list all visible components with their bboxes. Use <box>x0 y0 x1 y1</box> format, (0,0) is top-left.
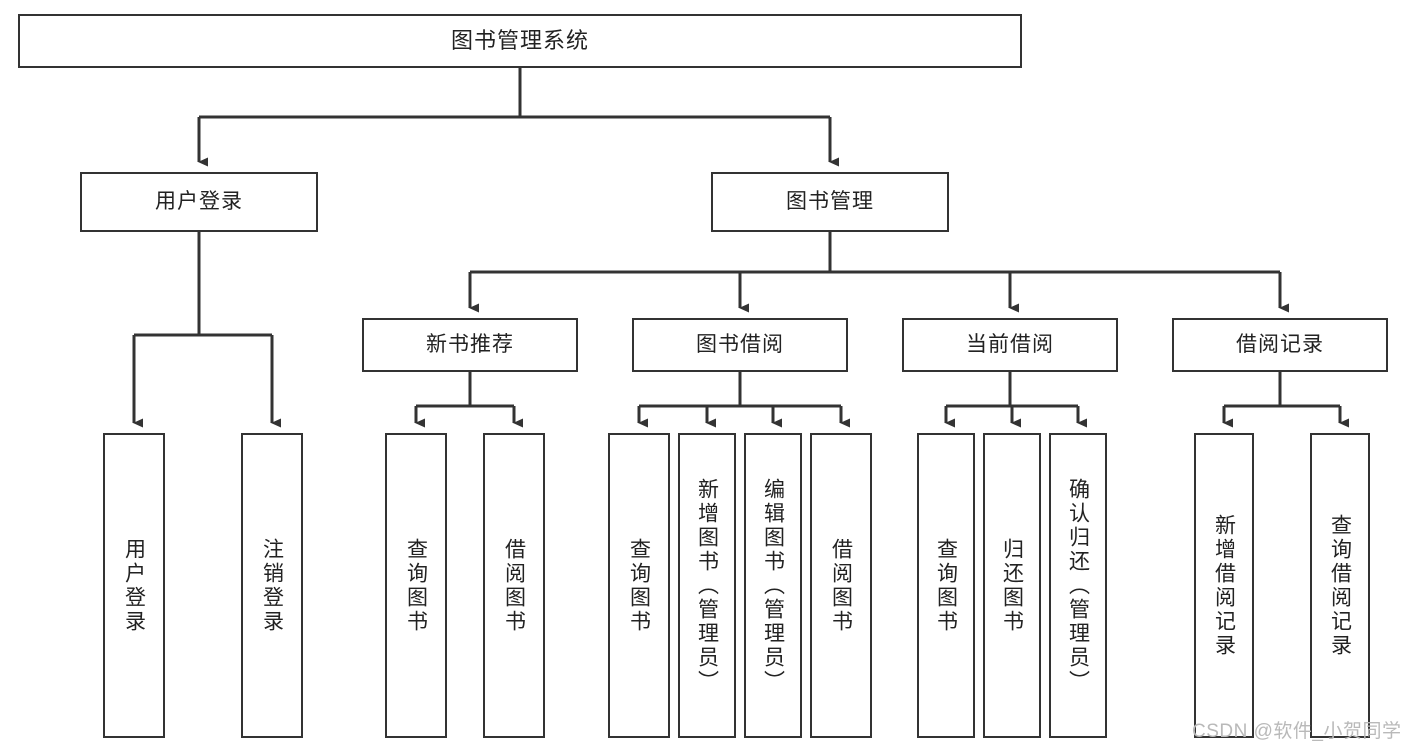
node-leaf-add-book-admin[interactable]: 新增图书（管理员） <box>678 433 736 738</box>
node-leaf-return-book[interactable]: 归还图书 <box>983 433 1041 738</box>
node-leaf-return-book-label: 归还图书 <box>1000 537 1024 634</box>
node-leaf-query-book-borrow[interactable]: 查询图书 <box>608 433 670 738</box>
node-borrow-record-label: 借阅记录 <box>1236 333 1324 357</box>
node-leaf-add-borrow-record-label: 新增借阅记录 <box>1212 513 1236 658</box>
csdn-watermark: CSDN @软件_小贺同学 <box>1192 721 1402 742</box>
node-leaf-query-borrow-record[interactable]: 查询借阅记录 <box>1310 433 1370 738</box>
node-leaf-user-login-label: 用户登录 <box>122 537 146 634</box>
node-leaf-query-book-current-label: 查询图书 <box>934 537 958 634</box>
node-book-borrow-label: 图书借阅 <box>696 333 784 357</box>
node-leaf-edit-book-admin[interactable]: 编辑图书（管理员） <box>744 433 802 738</box>
node-leaf-confirm-return-admin[interactable]: 确认归还（管理员） <box>1049 433 1107 738</box>
node-leaf-user-login[interactable]: 用户登录 <box>103 433 165 738</box>
node-leaf-confirm-return-admin-label: 确认归还（管理员） <box>1066 477 1090 694</box>
node-leaf-borrow-book[interactable]: 借阅图书 <box>810 433 872 738</box>
node-new-book-recommend-label: 新书推荐 <box>426 333 514 357</box>
node-leaf-query-book-new[interactable]: 查询图书 <box>385 433 447 738</box>
node-leaf-query-book-current[interactable]: 查询图书 <box>917 433 975 738</box>
node-leaf-query-book-new-label: 查询图书 <box>404 537 428 634</box>
node-root-label: 图书管理系统 <box>450 27 589 53</box>
node-current-borrow[interactable]: 当前借阅 <box>902 318 1118 372</box>
node-user-login[interactable]: 用户登录 <box>80 172 318 232</box>
node-leaf-query-book-borrow-label: 查询图书 <box>627 537 651 634</box>
node-leaf-borrow-book-new-label: 借阅图书 <box>502 537 526 634</box>
node-borrow-record[interactable]: 借阅记录 <box>1172 318 1388 372</box>
node-leaf-logout-label: 注销登录 <box>260 537 284 634</box>
node-current-borrow-label: 当前借阅 <box>966 333 1054 357</box>
node-leaf-add-book-admin-label: 新增图书（管理员） <box>695 477 719 694</box>
node-leaf-borrow-book-label: 借阅图书 <box>829 537 853 634</box>
node-book-borrow[interactable]: 图书借阅 <box>632 318 848 372</box>
node-root-system[interactable]: 图书管理系统 <box>18 14 1022 68</box>
node-leaf-edit-book-admin-label: 编辑图书（管理员） <box>761 477 785 694</box>
node-leaf-logout[interactable]: 注销登录 <box>241 433 303 738</box>
node-leaf-query-borrow-record-label: 查询借阅记录 <box>1328 513 1352 658</box>
node-book-management-label: 图书管理 <box>786 190 874 214</box>
node-leaf-add-borrow-record[interactable]: 新增借阅记录 <box>1194 433 1254 738</box>
node-leaf-borrow-book-new[interactable]: 借阅图书 <box>483 433 545 738</box>
node-user-login-label: 用户登录 <box>155 190 243 214</box>
node-new-book-recommend[interactable]: 新书推荐 <box>362 318 578 372</box>
node-book-management[interactable]: 图书管理 <box>711 172 949 232</box>
